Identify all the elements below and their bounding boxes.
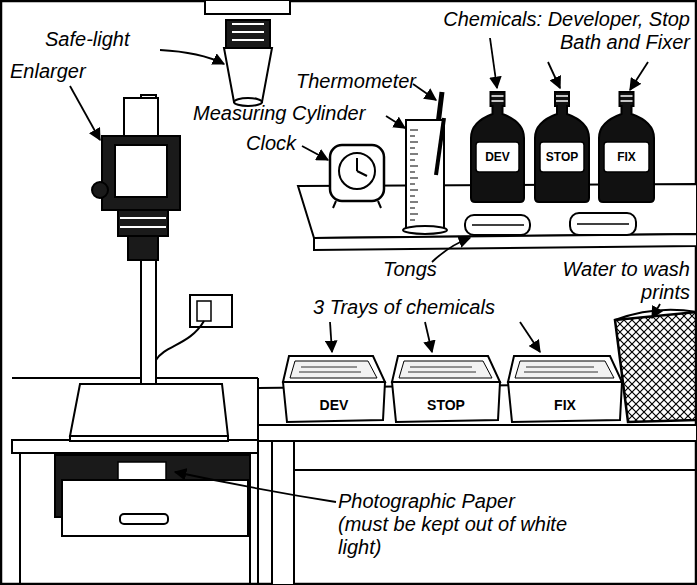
cylinder-graduations bbox=[410, 130, 418, 220]
leader-arrow bbox=[386, 116, 405, 128]
clock-face bbox=[339, 153, 375, 189]
node-outline bbox=[534, 92, 590, 202]
bench-back-edge bbox=[12, 377, 258, 379]
chemical-bottle: FIX bbox=[598, 92, 655, 202]
callout-label: Tongs bbox=[383, 258, 437, 281]
leader-arrow bbox=[630, 62, 648, 90]
liquid-ripples bbox=[524, 367, 598, 372]
node-outline bbox=[390, 352, 502, 424]
safelight-lamp bbox=[224, 48, 272, 102]
leader-arrow bbox=[520, 322, 540, 352]
measuring-cylinder bbox=[406, 120, 444, 230]
leader-arrow bbox=[413, 84, 436, 100]
enlarger-lens bbox=[128, 236, 158, 260]
bench-rail bbox=[294, 469, 697, 471]
callout-label: Measuring Cylinder bbox=[193, 102, 365, 125]
tongs bbox=[465, 215, 530, 235]
drawer-front bbox=[62, 480, 248, 536]
bottle-label-text: STOP bbox=[534, 142, 590, 172]
callout-label: Thermometer bbox=[296, 70, 416, 93]
callout-label: Safe-light bbox=[45, 28, 130, 51]
leader-arrow bbox=[175, 472, 336, 502]
bottle-outline bbox=[535, 92, 589, 202]
wall-corner bbox=[257, 378, 259, 585]
enlarger-head bbox=[102, 136, 180, 210]
liquid-ripples bbox=[299, 367, 361, 372]
chemical-tray: FIX bbox=[506, 352, 624, 424]
bellows-folds bbox=[120, 218, 166, 227]
node-outline bbox=[281, 352, 387, 424]
node-outline bbox=[506, 352, 624, 424]
callout-label: Clock bbox=[246, 132, 296, 155]
tongs bbox=[570, 213, 636, 235]
leader-arrow bbox=[652, 304, 660, 318]
power-cable bbox=[156, 321, 204, 360]
safelight-ribs bbox=[232, 24, 264, 40]
callout-label: 3 Trays of chemicals bbox=[313, 296, 495, 319]
wall-socket bbox=[190, 295, 232, 327]
leader-arrow bbox=[490, 38, 497, 88]
drawer-handle bbox=[120, 514, 168, 524]
bottle-cap-ribs bbox=[556, 96, 568, 101]
bottle-label-text: FIX bbox=[598, 142, 655, 172]
bottle-outline bbox=[599, 92, 654, 202]
safelight-collar bbox=[226, 20, 270, 48]
callout-label: Enlarger bbox=[10, 60, 86, 83]
liquid-ripples bbox=[408, 367, 476, 372]
tongs-detail bbox=[577, 223, 629, 225]
chemical-tray: STOP bbox=[390, 352, 502, 424]
node-outline bbox=[598, 92, 655, 202]
cylinder-base bbox=[403, 226, 447, 234]
leader-arrow bbox=[425, 322, 432, 352]
socket-switch bbox=[197, 301, 211, 321]
enlarger-lamp-top bbox=[124, 98, 158, 136]
shelf-edge bbox=[314, 234, 697, 250]
tray-liquid bbox=[290, 361, 377, 378]
clock-body bbox=[330, 145, 384, 201]
leader-arrow bbox=[432, 238, 470, 262]
clock-hands bbox=[357, 158, 367, 176]
enlarger-head-front bbox=[115, 145, 167, 197]
bottle-cap-ribs bbox=[621, 96, 633, 101]
enlarger-bellows bbox=[118, 210, 168, 236]
clock-feet bbox=[333, 201, 381, 208]
enlarger-knob bbox=[92, 182, 108, 198]
tray-label-text: STOP bbox=[390, 392, 502, 418]
bottle-cap-ribs bbox=[492, 96, 504, 101]
node-outline bbox=[470, 92, 525, 202]
callout-label: Water to wash prints bbox=[525, 258, 690, 304]
enlarger-baseboard bbox=[70, 384, 228, 436]
tray-liquid bbox=[515, 361, 614, 378]
safelight-mount bbox=[205, 0, 290, 14]
tray-rim bbox=[283, 356, 385, 382]
wash-basket bbox=[615, 312, 697, 422]
thermometer-in-cylinder bbox=[436, 118, 444, 175]
bench-leg bbox=[19, 453, 21, 585]
tray-label-text: FIX bbox=[506, 392, 624, 418]
tray-label-text: DEV bbox=[281, 392, 387, 418]
bench-front bbox=[258, 425, 697, 441]
tray-liquid bbox=[399, 361, 492, 378]
paper-pack bbox=[118, 462, 166, 480]
leader-arrow bbox=[548, 62, 560, 88]
baseboard-edge bbox=[70, 436, 228, 441]
tongs-detail bbox=[472, 224, 524, 226]
bottle-outline bbox=[471, 92, 524, 202]
leader-arrow bbox=[70, 86, 100, 140]
leader-arrow bbox=[302, 146, 328, 160]
callout-label: Photographic Paper (must be kept out of … bbox=[338, 490, 568, 559]
tray-rim bbox=[508, 356, 622, 382]
chemical-bottle: STOP bbox=[534, 92, 590, 202]
chemical-tray: DEV bbox=[281, 352, 387, 424]
bottle-label-text: DEV bbox=[470, 142, 525, 172]
leader-arrow bbox=[160, 50, 224, 64]
chemical-bottle: DEV bbox=[470, 92, 525, 202]
callout-label: Chemicals: Developer, Stop Bath and Fixe… bbox=[410, 8, 690, 54]
leader-arrow bbox=[330, 322, 332, 352]
bench-leg bbox=[272, 441, 294, 585]
tray-rim bbox=[392, 356, 500, 382]
